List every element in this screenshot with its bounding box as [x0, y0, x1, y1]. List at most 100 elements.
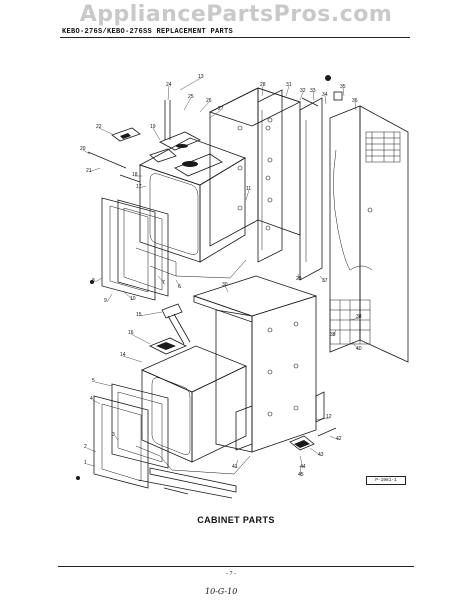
- upper-oven-top-parts: [87, 100, 223, 183]
- callout-label-35: 35: [340, 84, 346, 90]
- callout-label-31: 31: [286, 82, 292, 88]
- callout-leader-5: [94, 381, 113, 387]
- callout-label-15: 15: [136, 312, 142, 318]
- callout-leader-21: [88, 167, 101, 173]
- callout-label-43: 43: [318, 452, 324, 458]
- callout-leader-4: [92, 399, 101, 405]
- callout-label-44: 44: [300, 464, 306, 470]
- callout-leader-2: [86, 447, 97, 453]
- callout-leader-38: [349, 317, 360, 321]
- watermark: AppliancePartsPros.com: [79, 2, 393, 27]
- lower-rear-frame: [235, 391, 325, 451]
- callout-leader-17: [138, 185, 147, 189]
- callout-label-42: 42: [336, 436, 342, 442]
- callout-leader-1: [86, 463, 95, 467]
- callout-label-24: 24: [166, 82, 172, 88]
- lower-bottom-trim: [137, 467, 237, 499]
- callout-label-6: 6: [178, 284, 181, 290]
- callout-leader-11: [245, 189, 250, 201]
- callout-leader-10: [123, 291, 134, 301]
- callout-label-8: 8: [92, 278, 95, 284]
- callout-leader-26: [199, 101, 210, 113]
- callout-label-18: 18: [132, 172, 138, 178]
- page-header: KEBO-276S/KEBO-276SS REPLACEMENT PARTS: [62, 28, 234, 36]
- callout-leader-25: [183, 97, 192, 111]
- callout-leader-30: [224, 285, 229, 293]
- callout-leader-16: [130, 333, 151, 345]
- callout-leader-6: [175, 279, 182, 289]
- upper-oven-door-frame: [101, 197, 156, 301]
- callout-leader-7: [157, 275, 166, 285]
- callout-leader-36: [354, 101, 357, 111]
- callout-leader-33: [312, 91, 315, 101]
- footer-rule: [58, 566, 414, 567]
- callout-label-45: 45: [298, 472, 304, 478]
- callout-label-5: 5: [92, 378, 95, 384]
- callout-leader-35: [342, 87, 345, 97]
- callout-label-1: 1: [84, 460, 87, 466]
- callout-leader-43: [309, 447, 322, 457]
- upper-door-gasket: [117, 199, 169, 297]
- callout-label-21: 21: [86, 168, 92, 174]
- callout-leader-19: [152, 127, 161, 141]
- callout-leader-8: [94, 277, 103, 283]
- lower-oven-door-frame: [93, 395, 149, 489]
- header-rule: [60, 37, 410, 38]
- callout-leader-13: [179, 77, 202, 91]
- callout-leader-34: [324, 95, 327, 105]
- callout-leader-15: [138, 311, 163, 317]
- callout-label-33: 33: [310, 88, 316, 94]
- page-title: CABINET PARTS: [197, 515, 275, 525]
- callout-label-36: 36: [352, 98, 358, 104]
- callout-label-27: 27: [218, 106, 224, 112]
- callout-label-38: 38: [356, 314, 362, 320]
- callout-label-12: 12: [326, 414, 332, 420]
- callout-label-2: 2: [84, 444, 87, 450]
- callout-leader-37: [319, 275, 326, 283]
- callout-leader-22: [98, 127, 113, 135]
- callout-label-9: 9: [104, 298, 107, 304]
- callout-leader-20: [82, 149, 91, 155]
- callout-leader-28: [261, 85, 264, 97]
- callout-leader-41: [234, 459, 239, 469]
- callout-label-34: 34: [322, 92, 328, 98]
- callout-label-16: 16: [128, 330, 134, 336]
- callout-label-14: 14: [120, 352, 126, 358]
- callout-label-11: 11: [246, 186, 251, 192]
- callout-leader-40: [351, 341, 360, 351]
- callout-leader-39: [332, 329, 337, 337]
- callout-label-39: 39: [330, 332, 336, 338]
- figure-ref-code: P-1981-1: [366, 476, 406, 485]
- cabinet-back-panel: [329, 105, 409, 363]
- lower-door-gasket: [111, 383, 169, 469]
- page-number: - 7 -: [226, 571, 236, 577]
- callout-label-40: 40: [356, 346, 362, 352]
- callout-label-4: 4: [90, 396, 93, 402]
- callout-label-7: 7: [162, 280, 165, 286]
- callout-label-37: 37: [322, 278, 328, 284]
- callout-label-41: 41: [232, 464, 238, 470]
- callout-leader-45: [299, 465, 302, 477]
- callout-label-17: 17: [136, 184, 142, 190]
- callout-leader-12: [315, 417, 330, 421]
- callout-label-25: 25: [188, 94, 194, 100]
- callout-leader-31: [285, 85, 290, 97]
- callout-leader-42: [329, 435, 340, 441]
- hardware-parts: [76, 75, 343, 480]
- callout-leader-32: [299, 91, 304, 101]
- callout-label-19: 19: [150, 124, 156, 130]
- callout-label-20: 20: [80, 146, 86, 152]
- callout-leader-14: [122, 355, 143, 363]
- callout-leader-44: [299, 455, 304, 469]
- callout-leader-29: [297, 273, 300, 281]
- callout-label-26: 26: [206, 98, 212, 104]
- lower-cabinet-side-panel: [215, 295, 317, 453]
- callout-label-10: 10: [130, 296, 136, 302]
- upper-oven-liner: [135, 137, 247, 279]
- callout-label-22: 22: [96, 124, 102, 130]
- callout-label-32: 32: [300, 88, 306, 94]
- callout-label-29: 29: [296, 276, 302, 282]
- callout-label-28: 28: [260, 82, 266, 88]
